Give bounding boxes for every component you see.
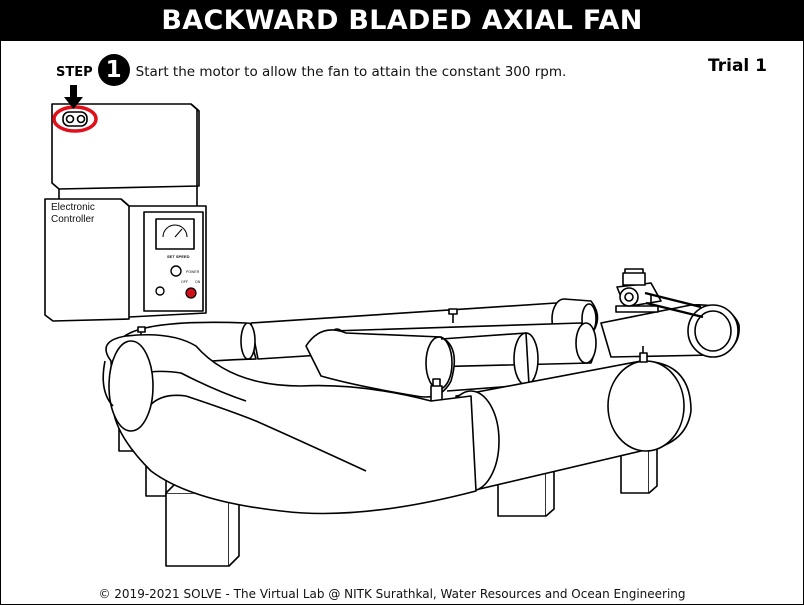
power-button[interactable] — [186, 288, 196, 298]
controller-cabinet: Electronic Controller SET SPEED POWER OF… — [45, 104, 206, 321]
off-label: OFF — [181, 280, 188, 284]
controller-label-line1: Electronic — [51, 202, 95, 213]
indicator-light — [156, 287, 164, 295]
knob[interactable] — [171, 266, 181, 276]
meter-label: SET SPEED — [167, 254, 190, 259]
on-label: ON — [195, 280, 201, 284]
power-label: POWER — [186, 270, 200, 274]
controller-label-line2: Controller — [51, 214, 95, 225]
apparatus-scene: Electronic Controller SET SPEED POWER OF… — [1, 1, 803, 581]
footer-copyright: © 2019-2021 SOLVE - The Virtual Lab @ NI… — [1, 587, 783, 601]
